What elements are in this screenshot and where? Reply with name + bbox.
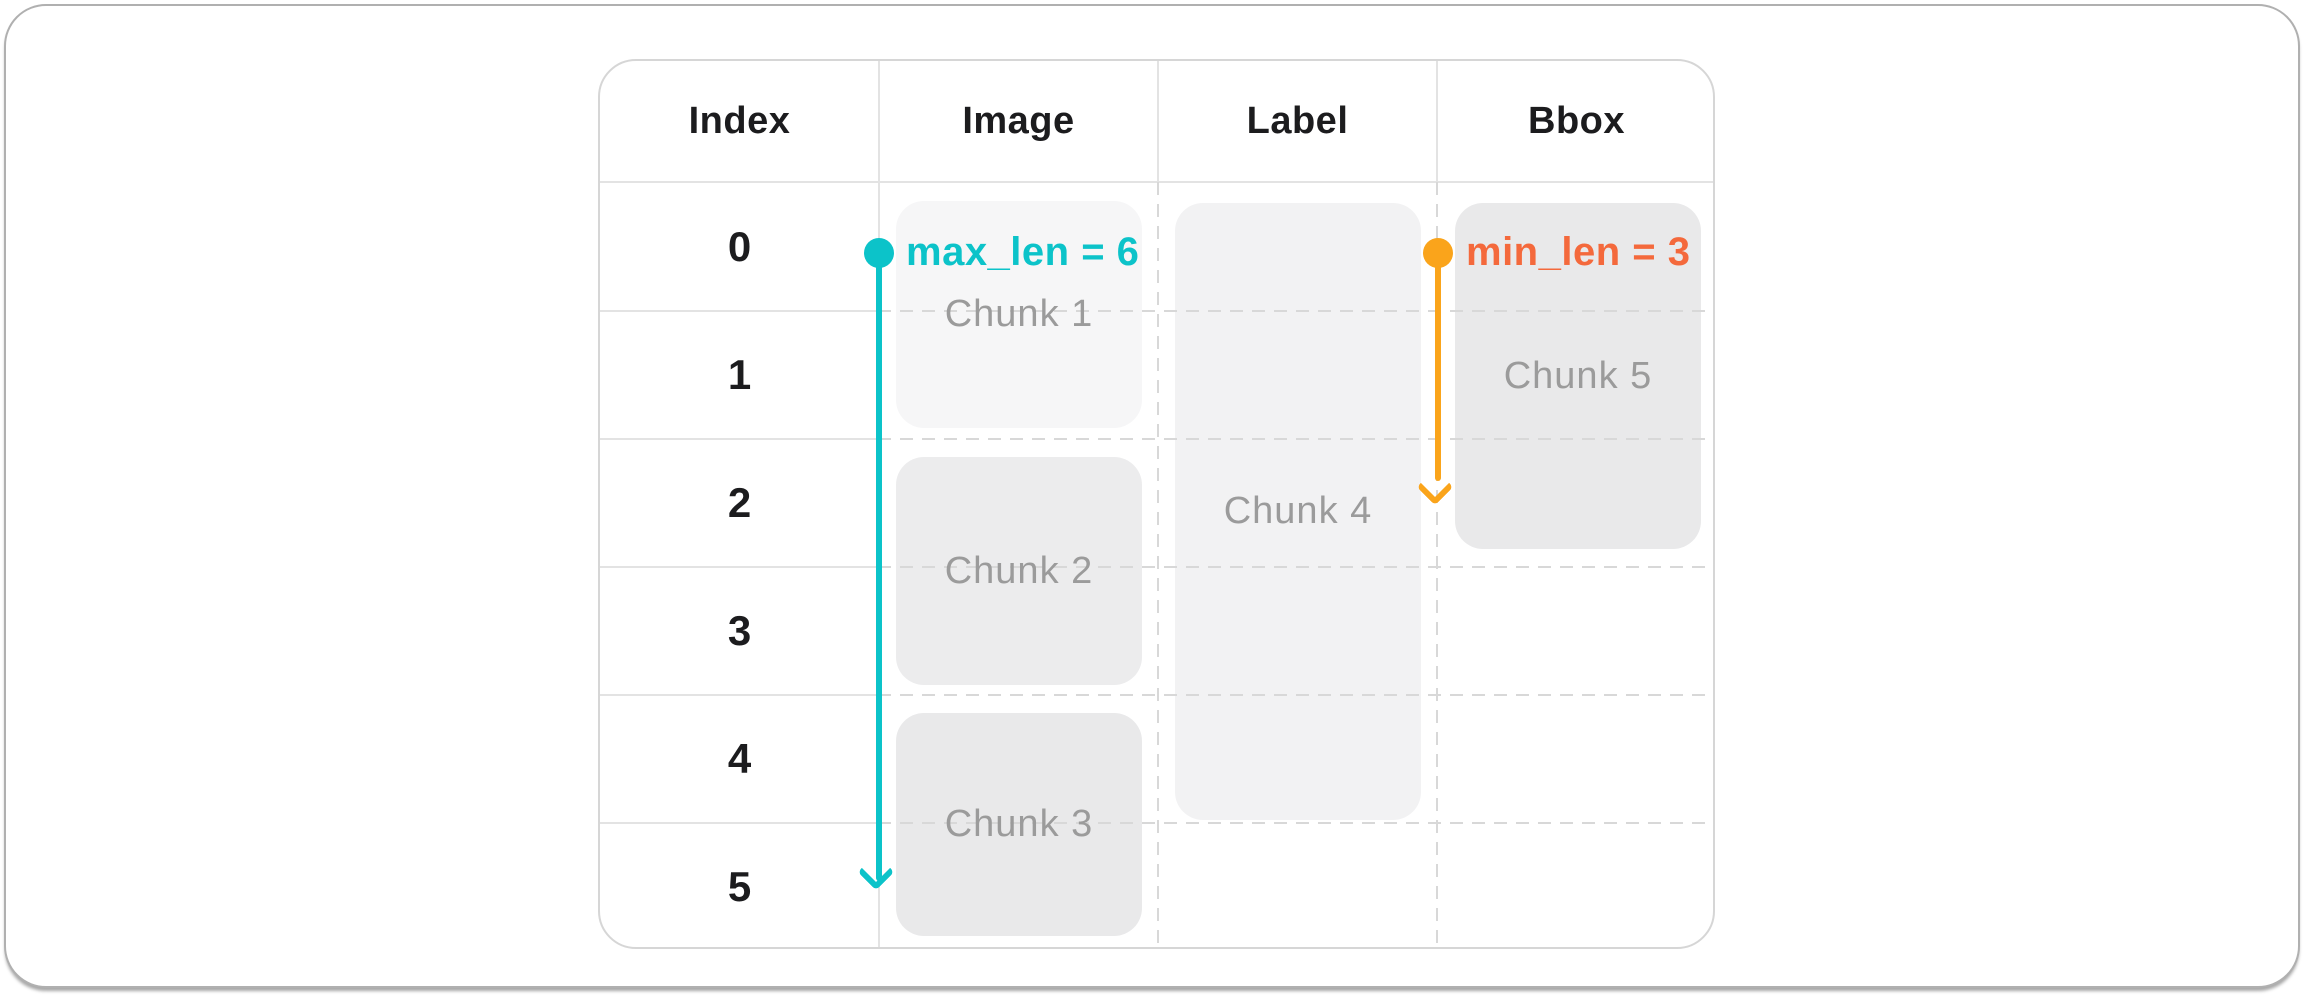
chunk-5-box (1455, 203, 1701, 549)
index-cell-0: 0 (727, 223, 752, 270)
col-divider-image-label-header (1157, 61, 1159, 182)
max-len-arrow-shaft (876, 251, 882, 881)
chunk-3-box (896, 713, 1142, 936)
row-divider-solid-1 (600, 310, 878, 312)
header-cell-image: Image (962, 100, 1075, 142)
col-divider-image-label (1157, 182, 1159, 945)
min-len-label: min_len = 3 (1466, 230, 1691, 274)
min-len-arrow-dot (1423, 238, 1453, 268)
col-divider-label-bbox-header (1436, 61, 1438, 182)
chunking-table: Index Image Label Bbox 0 1 2 3 4 5 Chunk… (598, 59, 1715, 949)
index-column: 0 1 2 3 4 5 (600, 61, 1713, 947)
header-row: Index Image Label Bbox (600, 61, 1713, 947)
row-divider-solid-5 (600, 822, 878, 824)
max-len-arrow-dot (864, 238, 894, 268)
chunk-4-box (1175, 203, 1421, 820)
row-divider-solid-4 (600, 694, 878, 696)
max-len-label: max_len = 6 (906, 230, 1140, 274)
index-cell-3: 3 (727, 607, 752, 654)
index-cell-5: 5 (727, 863, 752, 910)
row-divider-solid-2 (600, 438, 878, 440)
chunk-labels-layer: Chunk 1 Chunk 2 Chunk 3 Chunk 4 Chunk 5 (600, 61, 1713, 947)
annotations-layer: max_len = 6 min_len = 3 (600, 61, 1713, 947)
figure-card: Index Image Label Bbox 0 1 2 3 4 5 Chunk… (4, 4, 2300, 988)
index-cell-2: 2 (727, 479, 752, 526)
chunk-4-label: Chunk 4 (1223, 490, 1373, 532)
chunk-5-label: Chunk 5 (1503, 354, 1653, 397)
arrow-down-icon (1416, 468, 1454, 506)
col-divider-label-bbox (1436, 182, 1438, 945)
row-divider-dashed-5 (878, 822, 1711, 824)
index-cell-4: 4 (727, 735, 752, 782)
header-cell-index: Index (688, 100, 791, 142)
row-divider-dashed-4 (878, 694, 1711, 696)
chunk-boxes-layer (600, 61, 1713, 947)
chunk-2-label: Chunk 2 (944, 549, 1094, 592)
row-divider-solid-3 (600, 566, 878, 568)
min-len-arrow-shaft (1435, 251, 1441, 481)
index-cell-1: 1 (727, 351, 752, 398)
header-cell-label: Label (1246, 100, 1349, 142)
chunk-1-label: Chunk 1 (944, 293, 1094, 335)
chunk-1-box (896, 201, 1142, 428)
chunk-3-label: Chunk 3 (944, 803, 1094, 845)
row-divider-dashed-2 (878, 438, 1711, 440)
arrow-down-icon (857, 853, 895, 891)
chunk-2-box (896, 457, 1142, 685)
row-divider-dashed-1 (878, 310, 1711, 312)
row-divider-dashed-3 (878, 566, 1711, 568)
header-divider (600, 181, 1713, 183)
header-cell-bbox: Bbox (1528, 100, 1625, 142)
